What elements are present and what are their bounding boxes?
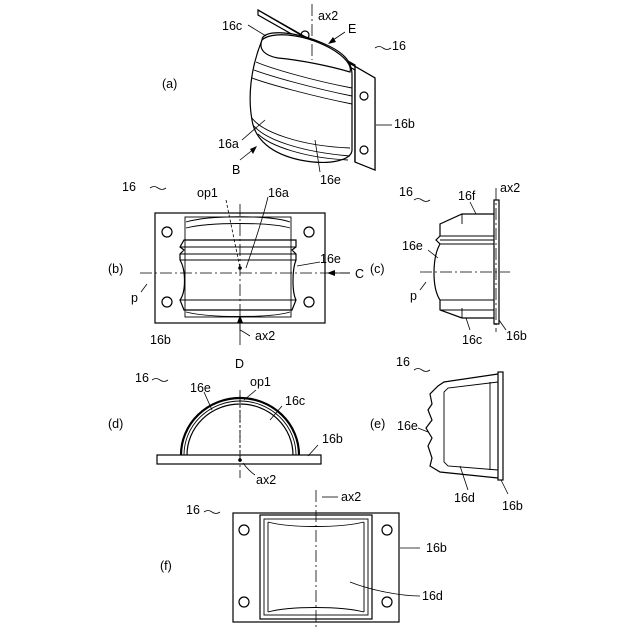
ref-16b: 16b <box>502 499 523 513</box>
ref-p: p <box>131 291 138 305</box>
ref-16e: 16e <box>397 419 418 433</box>
ref-16a: 16a <box>218 137 239 151</box>
view-e-label: (e) <box>370 417 385 431</box>
ref-ax2: ax2 <box>256 473 276 487</box>
view-b-barrel-body <box>180 240 296 310</box>
ref-d: D <box>235 357 244 371</box>
ref-b: B <box>232 163 240 177</box>
ref-16b: 16b <box>150 333 171 347</box>
ref-16b: 16b <box>322 432 343 446</box>
ref-op1: op1 <box>197 186 218 200</box>
view-b-axis-op1 <box>226 200 240 268</box>
view-c-body <box>434 214 494 318</box>
view-d-ref-16: 16 <box>135 371 149 385</box>
ref-e: E <box>348 22 356 36</box>
view-c-base-plate <box>494 200 499 324</box>
view-b-hole <box>304 297 314 307</box>
view-c-label: (c) <box>370 262 385 276</box>
ref-16a: 16a <box>268 186 289 200</box>
view-b: 16 op1 16a 16e C (b) p 16b ax2 D <box>108 180 364 371</box>
ref-p: p <box>410 289 417 303</box>
ref-ax2: ax2 <box>500 181 520 195</box>
view-f-hole <box>239 525 249 535</box>
ref-16e: 16e <box>320 252 341 266</box>
view-e-body <box>426 374 498 478</box>
ref-ax2: ax2 <box>255 329 275 343</box>
view-c-ref-16: 16 <box>399 185 413 199</box>
ref-16d: 16d <box>454 491 475 505</box>
view-f-hole <box>382 597 392 607</box>
ref-16f: 16f <box>458 189 476 203</box>
ref-c: C <box>355 267 364 281</box>
view-a: (a) 16c ax2 E 16 16b 16a B 16e <box>162 4 415 187</box>
ref-16c: 16c <box>462 333 482 347</box>
ref-16: 16 <box>392 39 406 53</box>
ref-16b: 16b <box>426 541 447 555</box>
view-e-ref-16: 16 <box>396 355 410 369</box>
view-b-hole <box>162 297 172 307</box>
view-f-ref-16: 16 <box>186 503 200 517</box>
view-f-hole <box>382 525 392 535</box>
view-b-hole <box>162 227 172 237</box>
ref-ax2: ax2 <box>318 9 338 23</box>
view-f-label: (f) <box>160 559 172 573</box>
view-b-ref-16: 16 <box>122 180 136 194</box>
view-c: (c) 16 16f ax2 16e p 16c 16b <box>370 181 527 347</box>
ref-op1: op1 <box>250 375 271 389</box>
ref-16e: 16e <box>320 173 341 187</box>
ref-16c: 16c <box>222 19 242 33</box>
view-b-label: (b) <box>108 262 123 276</box>
view-f: 16 ax2 16b (f) 16d <box>160 490 447 628</box>
ref-16d: 16d <box>422 589 443 603</box>
ref-16e: 16e <box>190 381 211 395</box>
ref-16c: 16c <box>285 394 305 408</box>
ref-16e: 16e <box>402 239 423 253</box>
view-f-hole <box>239 597 249 607</box>
ref-16b: 16b <box>394 117 415 131</box>
ref-16b: 16b <box>506 329 527 343</box>
view-d: 16 16e op1 16c (d) 16b ax2 <box>108 371 343 487</box>
ref-ax2: ax2 <box>341 490 361 504</box>
view-e: 16 (e) 16e 16d 16b <box>370 355 523 513</box>
view-d-label: (d) <box>108 417 123 431</box>
view-b-hole <box>304 227 314 237</box>
view-a-label: (a) <box>162 77 177 91</box>
view-e-base-plate <box>498 372 503 480</box>
